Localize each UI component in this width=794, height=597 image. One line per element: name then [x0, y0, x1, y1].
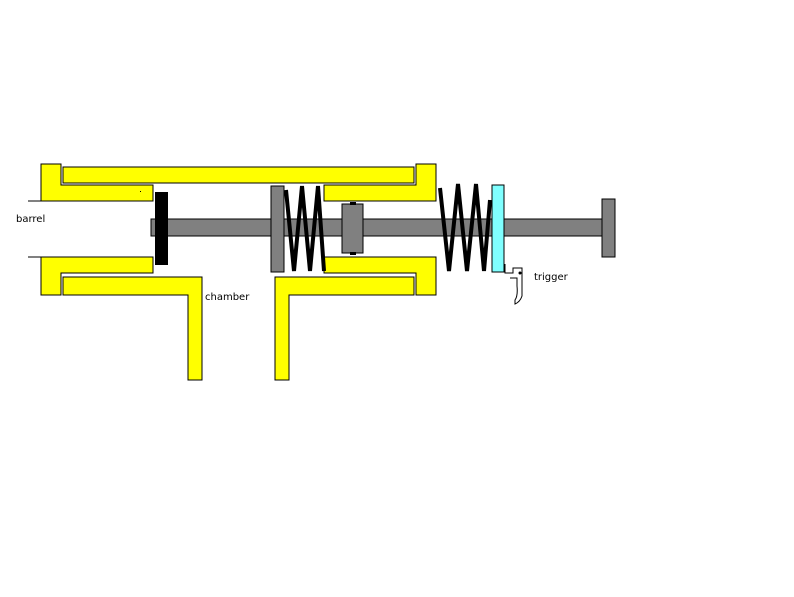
housing-top-left: [40, 163, 154, 202]
rear-end-cap: [601, 198, 616, 258]
hammer-block: [341, 203, 364, 254]
trigger-plate: [491, 184, 505, 273]
chamber-label: chamber: [205, 292, 250, 303]
housing-group: [40, 163, 437, 381]
trigger-icon: [504, 264, 523, 305]
trigger-label: trigger: [534, 272, 569, 283]
housing-bottom-right: [323, 256, 437, 296]
hammer-notch-top: [350, 202, 356, 205]
chamber-right-wall: [274, 276, 415, 381]
housing-top-bar: [62, 166, 415, 184]
trigger-pivot: [518, 271, 522, 275]
main-rod: [150, 218, 604, 237]
barrel-label: barrel: [16, 214, 45, 225]
chamber-left-wall: [62, 276, 203, 381]
hammer-notch-bottom: [350, 252, 356, 255]
rear-spring: [438, 183, 492, 272]
bolt-seal: [155, 192, 168, 265]
housing-top-right: [323, 163, 437, 202]
housing-bottom-left: [40, 256, 154, 296]
housing-dot: [140, 191, 141, 192]
front-plate: [270, 185, 285, 273]
front-spring: [284, 185, 326, 272]
